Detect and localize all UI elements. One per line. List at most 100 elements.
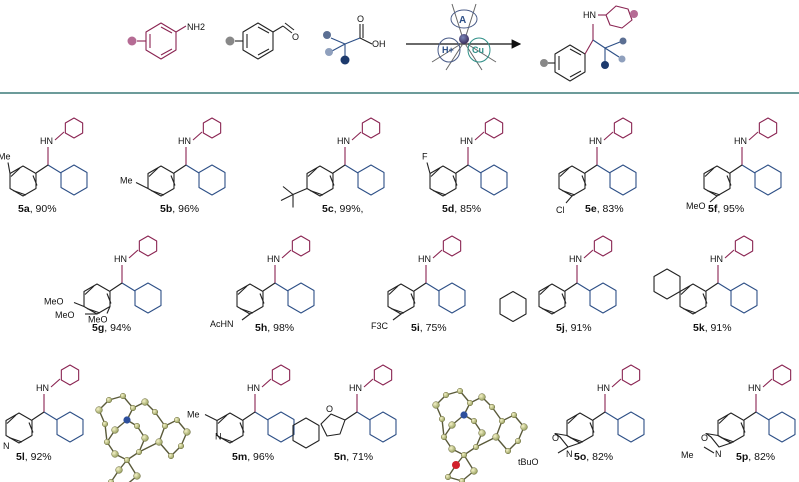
compound-id: 5n <box>334 451 346 463</box>
tbu-ester-label: tBuO <box>518 457 539 467</box>
compound-id: 5a <box>18 203 30 215</box>
compound-yield: , 71% <box>346 451 373 463</box>
nh-label: HN <box>36 383 49 393</box>
catalyst-a: A <box>459 15 466 26</box>
nh-label: HN <box>40 136 53 146</box>
methoxy-label: MeO <box>88 315 108 325</box>
nh-label: HN <box>589 136 602 146</box>
compound-id: 5o <box>574 451 586 463</box>
compound-yield: , 91% <box>705 322 732 334</box>
compound-yield: , 95% <box>717 203 744 215</box>
catalyst-cu: Cu <box>472 45 484 55</box>
compound-label: 5n, 71% <box>334 451 373 463</box>
compound-yield: , 75% <box>420 322 447 334</box>
compound-label: 5e, 83% <box>585 203 624 215</box>
catalyst-acid: H+ <box>442 45 454 55</box>
nh-label: HN <box>748 383 761 393</box>
compound-yield: , 82% <box>748 451 775 463</box>
chloro-label: Cl <box>556 205 565 215</box>
compound-id: 5e <box>585 203 597 215</box>
compound-5i: HN F3C 5i, 75% <box>371 235 466 334</box>
methyl-label: Me <box>187 410 200 420</box>
compound-5c: HN 5c, 99%, <box>280 117 385 215</box>
compound-label: 5b, 96% <box>160 203 199 215</box>
compound-label: 5c, 99%, <box>322 203 363 215</box>
indole-n-label: N <box>566 449 573 459</box>
reaction-header: NH2 O O OH <box>127 3 638 82</box>
methoxy-label: MeO <box>686 201 706 211</box>
compound-5m: HN N Me 5m, 96% <box>187 364 295 463</box>
acid-oh-label: OH <box>372 39 386 49</box>
compound-5k: HN 5k, 91% <box>653 235 758 334</box>
compound-yield: , 90% <box>30 203 57 215</box>
methoxy-label: MeO <box>44 297 64 307</box>
methyl-label: Me <box>0 152 11 162</box>
nh-label: HN <box>349 383 362 393</box>
carbonyl-o-label: O <box>552 433 559 443</box>
crystal-structure-5l <box>95 392 191 482</box>
amine-substituent-dot <box>127 36 137 46</box>
compound-yield: , 92% <box>25 451 52 463</box>
compound-id: 5b <box>160 203 172 215</box>
compound-id: 5p <box>736 451 748 463</box>
compound-yield: , 96% <box>247 451 274 463</box>
catalyst-triad: A H+ Cu <box>431 3 497 71</box>
aniline-reagent: NH2 <box>127 22 205 60</box>
compound-yield: , 83% <box>597 203 624 215</box>
acid-carbonyl-o: O <box>357 14 364 24</box>
pyridine-n-label: N <box>3 441 10 451</box>
compound-label: 5d, 85% <box>442 203 481 215</box>
product-general: HN <box>540 5 638 82</box>
trifluoromethyl-label: F3C <box>371 321 389 331</box>
nh-label: HN <box>710 254 723 264</box>
nh-label: HN <box>114 254 127 264</box>
carboxylic-acid-reagent: O OH <box>323 14 386 65</box>
compound-label: 5k, 91% <box>693 322 732 334</box>
compound-label: 5m, 96% <box>232 451 274 463</box>
nh-label: HN <box>267 254 280 264</box>
nh-label: HN <box>460 136 473 146</box>
compound-yield: , 98% <box>267 322 294 334</box>
compound-id: 5l <box>16 451 25 463</box>
compound-id: 5k <box>693 322 705 334</box>
compound-id: 5c <box>322 203 334 215</box>
compound-yield: , 96% <box>172 203 199 215</box>
compound-label: 5j, 91% <box>556 322 592 334</box>
amine-label: NH2 <box>187 22 205 32</box>
aldehyde-o-label: O <box>292 32 299 42</box>
compound-id: 5g <box>92 322 104 334</box>
compound-label: 5l, 92% <box>16 451 52 463</box>
nh-label: HN <box>569 254 582 264</box>
compound-id: 5d <box>442 203 454 215</box>
compound-yield: , 85% <box>454 203 481 215</box>
compound-5l: HN N 5l, 92% <box>3 364 84 463</box>
compound-id: 5h <box>255 322 267 334</box>
compound-yield: , 82% <box>586 451 613 463</box>
compound-label: 5h, 98% <box>255 322 294 334</box>
compound-yield: , 94% <box>104 322 131 334</box>
nh-label: HN <box>247 383 260 393</box>
compound-label: 5f, 95% <box>708 203 744 215</box>
compound-id: 5m <box>232 451 247 463</box>
methyl-label: Me <box>681 450 694 460</box>
product-nh: HN <box>583 10 596 20</box>
acetamido-label: AcHN <box>210 319 234 329</box>
nh-label: HN <box>734 136 747 146</box>
nh-label: HN <box>337 136 350 146</box>
nh-label: HN <box>418 254 431 264</box>
fluoro-label: F <box>422 152 428 162</box>
compound-yield: , 99%, <box>334 203 364 215</box>
compound-label: 5a, 90% <box>18 203 57 215</box>
pyridine-n-label: N <box>215 432 222 442</box>
aldehyde-substituent-dot <box>225 36 235 46</box>
compound-label: 5p, 82% <box>736 451 775 463</box>
compound-label: 5i, 75% <box>411 322 447 334</box>
nh-label: HN <box>178 136 191 146</box>
